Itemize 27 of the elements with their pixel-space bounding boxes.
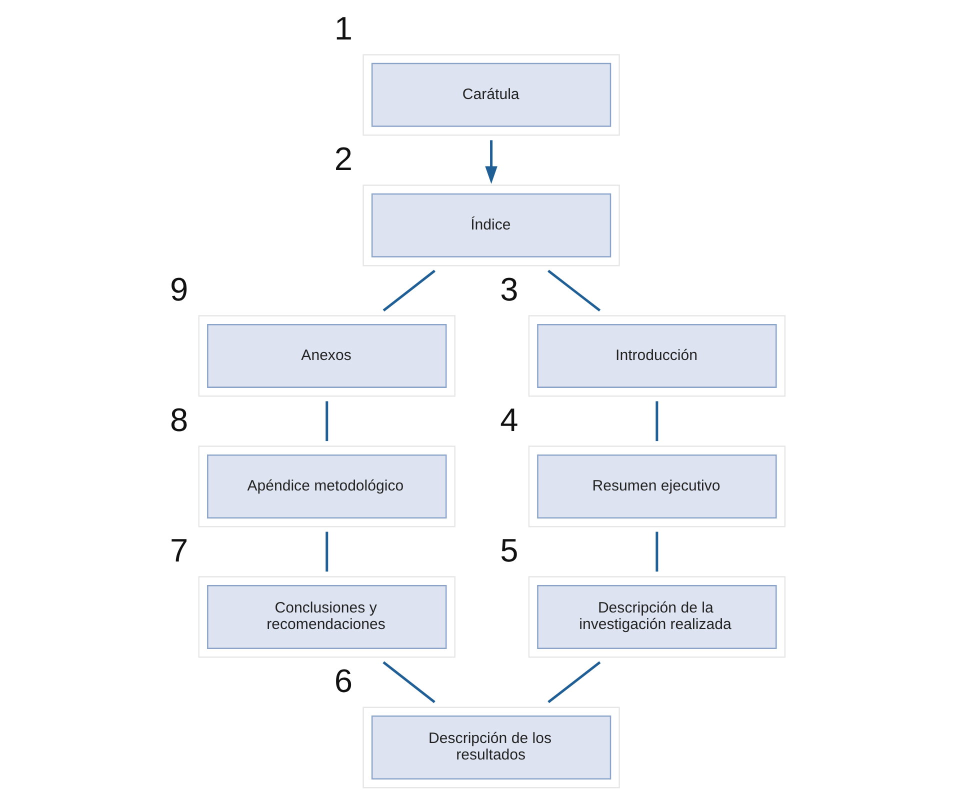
node-label: 9	[170, 270, 188, 308]
node-box: Carátula	[362, 54, 620, 136]
node-box: Resumen ejecutivo	[528, 446, 786, 528]
node-label: 6	[334, 662, 353, 700]
node-box: Conclusiones y recomendaciones	[198, 576, 456, 658]
node-label: 3	[500, 270, 518, 308]
connector	[656, 532, 658, 572]
arrow	[485, 140, 498, 184]
connector	[656, 401, 658, 442]
connector	[382, 270, 436, 312]
node-box: Introducción	[528, 315, 786, 397]
connector	[548, 661, 601, 704]
node-label: 2	[334, 140, 353, 177]
node-label: 7	[170, 532, 188, 568]
node-label: 1	[334, 9, 353, 46]
connector	[548, 270, 601, 312]
node-box: Descripción de los resultados	[362, 706, 620, 788]
node-box: Anexos	[198, 315, 456, 397]
connector	[382, 661, 436, 704]
connector	[326, 532, 328, 572]
node-label: 8	[170, 400, 188, 438]
node-label: 4	[500, 400, 518, 438]
node-box: Índice	[362, 184, 620, 266]
node-label: 5	[500, 532, 518, 568]
connector	[326, 401, 328, 442]
node-box: Descripción de la investigación realizada	[528, 576, 786, 658]
node-box: Apéndice metodológico	[198, 446, 456, 528]
